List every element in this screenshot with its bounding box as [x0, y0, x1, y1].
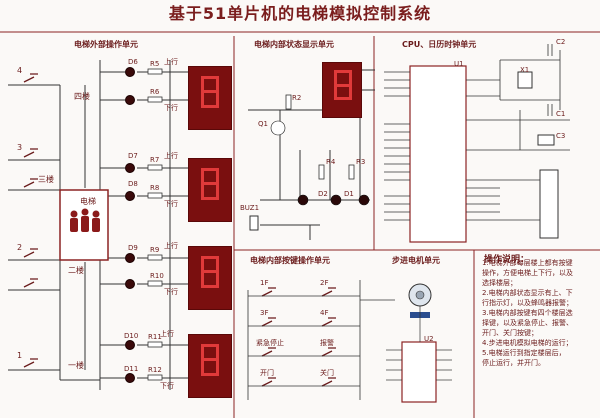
floor-display-4: [188, 66, 232, 130]
led-down-4: [125, 95, 135, 105]
resistor-label: R10: [150, 272, 164, 280]
note-line: 3.电梯内部按键有四个楼层选: [482, 309, 573, 317]
r3-label: R3: [356, 158, 366, 166]
resistor-label: R11: [148, 333, 162, 341]
key-floor-label: 3: [17, 143, 23, 152]
resistor-label: R9: [150, 246, 160, 254]
inner-key-alarm[interactable]: 报警: [320, 339, 334, 347]
buzzer-label: BUZ1: [240, 204, 260, 212]
r2-label: R2: [292, 94, 302, 102]
inner-key-3f[interactable]: 3F: [260, 309, 269, 317]
c3-label: C3: [556, 132, 566, 140]
c2-label: C2: [556, 38, 566, 46]
led-down-3: [125, 191, 135, 201]
down-label: 下行: [164, 200, 178, 208]
led-label: D8: [128, 180, 138, 188]
key-floor-label: 2: [17, 243, 23, 252]
operation-notes: 1.电梯外部每层楼上都有按键 操作，方便电梯上下行，以及 选择楼层； 2.电梯内…: [482, 258, 590, 368]
inner-key-emergency-stop[interactable]: 紧急停止: [256, 339, 284, 347]
led-down-1: [125, 373, 135, 383]
up-label: 上行: [160, 330, 174, 338]
note-line: 操作，方便电梯上下行，以及: [482, 269, 573, 277]
floor-display-2: [188, 246, 232, 310]
note-line: 1.电梯外部每层楼上都有按键: [482, 259, 573, 267]
inner-key-2f[interactable]: 2F: [320, 279, 329, 287]
inner-key-4f[interactable]: 4F: [320, 309, 329, 317]
led-up-3: [125, 163, 135, 173]
note-line: 开门、关门按键；: [482, 329, 538, 337]
u2-label: U2: [424, 335, 434, 343]
up-label: 上行: [164, 152, 178, 160]
section-display-label: 电梯内部状态显示单元: [254, 40, 334, 49]
resistor-label: R6: [150, 88, 160, 96]
u1-label: U1: [454, 60, 464, 68]
d2-label: D2: [318, 190, 328, 198]
note-line: 5.电梯运行到指定楼层后，: [482, 349, 566, 357]
resistor-label: R5: [150, 60, 160, 68]
resistor-label: R8: [150, 184, 160, 192]
q1-label: Q1: [258, 120, 268, 128]
note-line: 2.电梯内部状态显示有上、下: [482, 289, 573, 297]
floor-label-4: 四楼: [74, 92, 90, 101]
notes-title: 操作说明：: [484, 255, 530, 265]
note-line: 选择楼层；: [482, 279, 517, 287]
section-inner-label: 电梯内部按键操作单元: [250, 256, 330, 265]
down-label: 下行: [164, 288, 178, 296]
down-label: 下行: [164, 104, 178, 112]
r4-label: R4: [326, 158, 336, 166]
floor-label-1: 一楼: [68, 361, 84, 370]
section-outer-label: 电梯外部操作单元: [74, 40, 138, 49]
note-line: 停止运行，并开门。: [482, 359, 545, 367]
inner-key-open[interactable]: 开门: [260, 369, 274, 377]
d1-label: D1: [344, 190, 354, 198]
floor-display-1: [188, 334, 232, 398]
up-label: 上行: [164, 242, 178, 250]
note-line: 4.步进电机模拟电梯的运行；: [482, 339, 573, 347]
led-up-4: [125, 67, 135, 77]
page-title: 基于51单片机的电梯模拟控制系统: [168, 4, 432, 23]
floor-label-2: 二楼: [68, 266, 84, 275]
resistor-label: R12: [148, 366, 162, 374]
note-line: 行指示灯，以及蜂鸣器报警；: [482, 299, 573, 307]
floor-label-3: 三楼: [38, 175, 54, 184]
section-cpu-label: CPU、日历时钟单元: [402, 40, 477, 49]
led-label: D9: [128, 244, 138, 252]
led-label: D11: [124, 365, 139, 373]
inner-key-close[interactable]: 关门: [320, 369, 334, 377]
led-label: D7: [128, 152, 138, 160]
c1-label: C1: [556, 110, 566, 118]
led-label: D10: [124, 332, 139, 340]
inner-key-1f[interactable]: 1F: [260, 279, 269, 287]
key-floor-label: 1: [17, 351, 23, 360]
car-label: 电梯: [80, 197, 96, 206]
led-down-2: [125, 279, 135, 289]
led-up-2: [125, 253, 135, 263]
floor-display-3: [188, 158, 232, 222]
down-label: 下行: [160, 382, 174, 390]
x1-label: X1: [520, 66, 530, 74]
up-label: 上行: [164, 58, 178, 66]
section-motor-label: 步进电机单元: [392, 256, 440, 265]
car-floor-display: [322, 62, 362, 118]
key-floor-label: 4: [17, 66, 23, 75]
note-line: 择键，以及紧急停止、报警、: [482, 319, 573, 327]
led-label: D6: [128, 58, 138, 66]
resistor-label: R7: [150, 156, 160, 164]
led-up-1: [125, 340, 135, 350]
